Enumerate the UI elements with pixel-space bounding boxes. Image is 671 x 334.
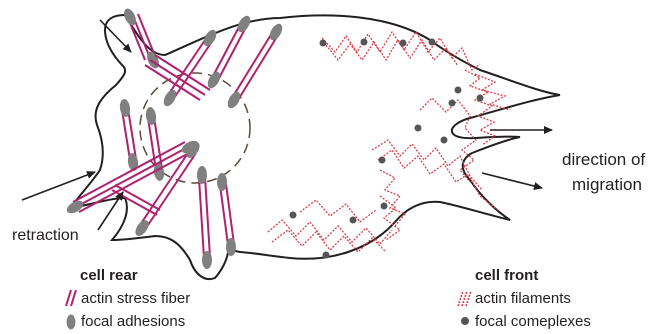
legend-front: cell front actin filaments focal comeple… — [458, 267, 591, 330]
focal-adhesion — [217, 173, 227, 191]
actin-filament-icon — [458, 291, 471, 306]
focal-complex — [361, 39, 368, 46]
retraction-label: retraction — [12, 227, 79, 244]
focal-complex — [441, 137, 448, 144]
direction-label-line2: migration — [572, 175, 642, 194]
migration-arrow-bottom — [482, 173, 542, 188]
focal-complex — [320, 40, 327, 47]
focal-adhesion — [226, 238, 236, 256]
focal-complex — [455, 87, 462, 94]
focal-complex — [415, 125, 422, 132]
direction-label-line1: direction of — [562, 150, 645, 169]
focal-complex-icon — [461, 317, 469, 325]
legend-rear-item-2: focal adhesions — [81, 313, 185, 330]
legend-rear: cell rear actin stress fiber focal adhes… — [66, 267, 190, 330]
focal-complex — [400, 40, 407, 47]
focal-adhesion — [202, 251, 212, 269]
legend-rear-item-1: actin stress fiber — [81, 290, 190, 307]
legend-rear-title: cell rear — [80, 267, 138, 284]
focal-complex — [379, 157, 386, 164]
focal-complex — [477, 95, 484, 102]
legend-front-item-2: focal comeplexes — [475, 313, 591, 330]
focal-adhesion — [197, 166, 207, 184]
focal-complex — [429, 39, 436, 46]
focal-complex — [350, 217, 357, 224]
focal-complex — [323, 252, 330, 259]
focal-complex — [381, 203, 388, 210]
legend-front-item-1: actin filaments — [475, 290, 571, 307]
focal-adhesion-icon — [67, 315, 76, 330]
legend-front-title: cell front — [475, 267, 538, 284]
focal-complex — [290, 212, 297, 219]
focal-complex — [449, 100, 456, 107]
stress-fiber-icon — [66, 290, 76, 306]
